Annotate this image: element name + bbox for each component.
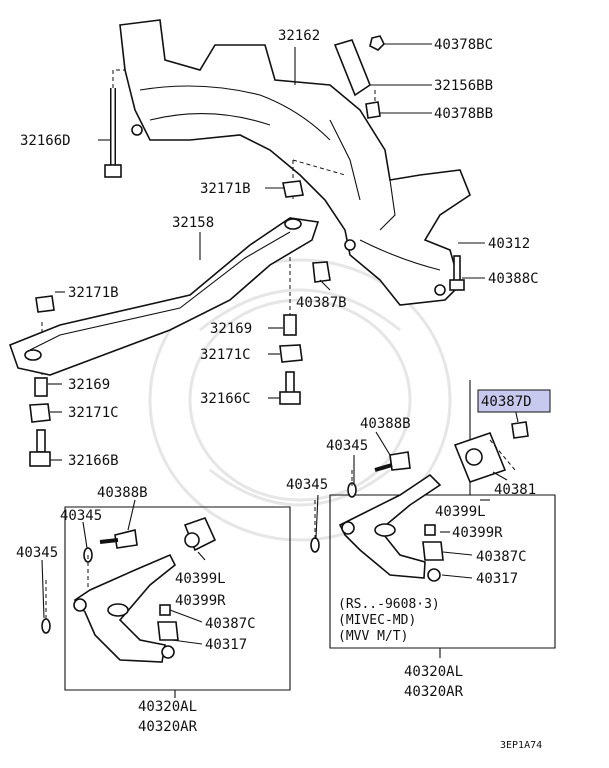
bolt-32166D-drawing: [104, 88, 122, 178]
label-32166C: 32166C: [200, 391, 251, 407]
label-32158: 32158: [172, 215, 214, 231]
label-40388C: 40388C: [488, 271, 539, 287]
part-labels: 40378BC 32162 32156BB 40378BB 32166D 321…: [16, 28, 542, 751]
label-40399R-left: 40399R: [175, 593, 226, 609]
label-32171C-left: 32171C: [68, 405, 119, 421]
label-40320AL-right: 40320AL: [404, 664, 463, 680]
label-40388B-left: 40388B: [97, 485, 148, 501]
member-32158-drawing: [8, 217, 320, 376]
bracket-drawing: [333, 35, 385, 119]
label-40345-l2: 40345: [16, 545, 58, 561]
label-32171C-mid: 32171C: [200, 347, 251, 363]
label-32166D: 32166D: [20, 133, 71, 149]
label-40317-right: 40317: [476, 571, 518, 587]
label-32156BB: 32156BB: [434, 78, 493, 94]
label-32171B-top: 32171B: [200, 181, 251, 197]
label-40399L-right: 40399L: [435, 504, 486, 520]
note-line-2: (MIVEC-MD): [338, 613, 416, 628]
label-40320AR-right: 40320AR: [404, 684, 464, 700]
label-40387C-left: 40387C: [205, 616, 256, 632]
label-32162: 32162: [278, 28, 320, 44]
note-line-3: (MVV M/T): [338, 629, 408, 644]
label-40388B-right: 40388B: [360, 416, 411, 432]
label-40320AR-left: 40320AR: [138, 719, 198, 735]
label-32171B-left: 32171B: [68, 285, 119, 301]
label-40320AL-left: 40320AL: [138, 699, 197, 715]
label-40317-left: 40317: [205, 637, 247, 653]
label-40345-r2: 40345: [286, 477, 328, 493]
left-arm-drawing: [41, 506, 291, 691]
label-40399L-left: 40399L: [175, 571, 226, 587]
hardware-drawing: [29, 180, 465, 467]
watermark: [148, 258, 452, 542]
label-40378BC: 40378BC: [434, 37, 493, 53]
label-40345-r1: 40345: [326, 438, 368, 454]
highlight-box: [477, 389, 551, 413]
label-40387D-highlighted: 40387D: [481, 394, 532, 410]
label-32166B: 32166B: [68, 453, 119, 469]
leader-lines: [41, 43, 519, 698]
label-40381: 40381: [494, 482, 536, 498]
label-40312: 40312: [488, 236, 530, 252]
diagram-code: 3EP1A74: [500, 740, 542, 751]
label-40345-l1: 40345: [60, 508, 102, 524]
label-32169-left: 32169: [68, 377, 110, 393]
label-40399R-right: 40399R: [452, 525, 503, 541]
note-line-1: (RS..-9608·3): [338, 597, 440, 612]
label-40387C-right: 40387C: [476, 549, 527, 565]
label-32169-mid: 32169: [210, 321, 252, 337]
front-crossmember-drawing: [119, 19, 471, 306]
label-40378BB: 40378BB: [434, 106, 493, 122]
right-arm-drawing: [310, 380, 556, 649]
label-40387B: 40387B: [296, 295, 347, 311]
